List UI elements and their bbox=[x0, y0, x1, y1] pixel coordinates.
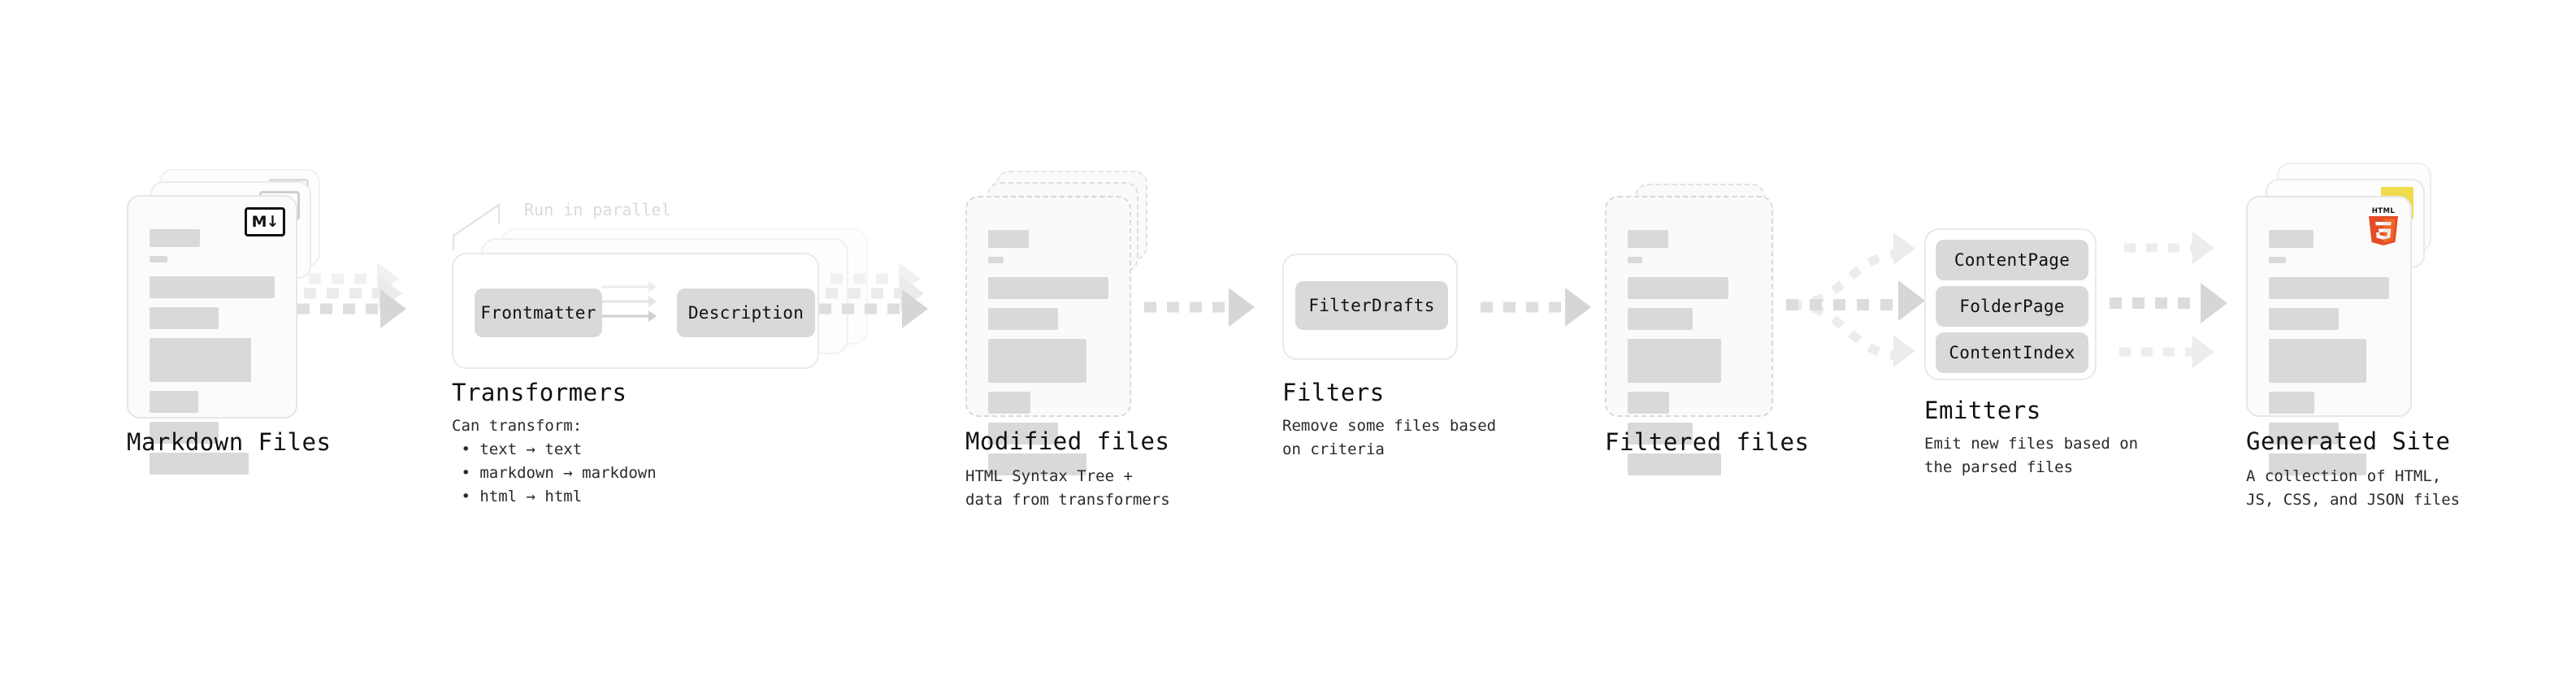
markdown-files-title: Markdown Files bbox=[127, 428, 332, 456]
skeleton-line bbox=[988, 423, 1058, 445]
modified-card bbox=[965, 196, 1131, 475]
run-in-parallel-label: Run in parallel bbox=[524, 200, 671, 219]
modified-skeleton bbox=[988, 230, 1108, 484]
arrow-shaft-ghost bbox=[304, 288, 385, 299]
arrow-shaft-ghost bbox=[2119, 347, 2199, 357]
filtered-card bbox=[1605, 196, 1773, 475]
inner-arrow-head bbox=[648, 310, 657, 322]
skeleton-line bbox=[2269, 339, 2366, 383]
skeleton-line bbox=[1628, 453, 1721, 475]
svg-text:HTML: HTML bbox=[2372, 207, 2396, 215]
filtered-files-title: Filtered files bbox=[1605, 428, 1810, 456]
skeleton-line bbox=[988, 230, 1030, 248]
arrow-shaft bbox=[1481, 301, 1572, 313]
skeleton-line bbox=[1628, 308, 1693, 330]
transformer-chip-description[interactable]: Description bbox=[677, 288, 815, 337]
modified-files-subtitle: HTML Syntax Tree + data from transformer… bbox=[965, 467, 1170, 509]
generated-site-subtitle: A collection of HTML, JS, CSS, and JSON … bbox=[2246, 467, 2461, 509]
skeleton-line bbox=[1628, 277, 1728, 299]
arrow-shaft bbox=[2110, 297, 2207, 309]
skeleton-line bbox=[1628, 257, 1643, 263]
skeleton-line bbox=[2269, 308, 2339, 330]
inner-arrow-head-ghost bbox=[648, 281, 657, 293]
inner-arrow-shaft-ghost bbox=[601, 285, 653, 288]
filters-subtitle: Remove some files based on criteria bbox=[1282, 417, 1497, 458]
arrow-shaft-ghost bbox=[2124, 243, 2199, 253]
markdown-skeleton bbox=[150, 229, 275, 484]
fanout-curves bbox=[1786, 249, 1908, 361]
arrow-head-ghost bbox=[1893, 232, 1915, 265]
generated-site-title: Generated Site bbox=[2246, 427, 2451, 455]
transformers-title: Transformers bbox=[452, 379, 627, 406]
inner-arrow-head-ghost bbox=[648, 296, 657, 307]
skeleton-line bbox=[2269, 392, 2315, 414]
emitters-group: ContentPage FolderPage ContentIndex bbox=[1924, 228, 2097, 380]
arrow-shaft-ghost bbox=[826, 288, 907, 299]
filtered-skeleton bbox=[1628, 230, 1750, 484]
skeleton-line bbox=[2269, 277, 2389, 299]
emitter-chip-contentpage[interactable]: ContentPage bbox=[1936, 240, 2088, 280]
skeleton-line bbox=[2269, 423, 2339, 445]
skeleton-line bbox=[150, 338, 251, 382]
skeleton-line bbox=[150, 276, 275, 298]
transformers-group: Frontmatter Description bbox=[452, 253, 819, 369]
skeleton-line bbox=[988, 339, 1087, 383]
arrow-head-ghost bbox=[2192, 336, 2214, 368]
arrow-head bbox=[1229, 288, 1255, 327]
arrow-shaft bbox=[1144, 301, 1235, 313]
modified-files-title: Modified files bbox=[965, 427, 1170, 455]
arrow-head bbox=[1565, 288, 1591, 327]
skeleton-line bbox=[150, 229, 200, 247]
emitter-chip-folderpage[interactable]: FolderPage bbox=[1936, 286, 2088, 327]
skeleton-line bbox=[1628, 339, 1721, 383]
skeleton-line bbox=[988, 308, 1058, 330]
arrow-head bbox=[1898, 280, 1925, 321]
skeleton-line bbox=[1628, 230, 1668, 248]
transformers-subtitle: Can transform: • text → text • markdown … bbox=[452, 417, 657, 505]
arrow-head bbox=[2201, 283, 2227, 323]
arrow-shaft bbox=[819, 303, 909, 314]
arrow-shaft-ghost bbox=[309, 273, 384, 284]
connector-filters-to-filtered bbox=[1481, 288, 1619, 327]
emitters-subtitle: Emit new files based on the parsed files bbox=[1924, 435, 2139, 476]
transformer-chip-frontmatter[interactable]: Frontmatter bbox=[475, 288, 602, 337]
skeleton-line bbox=[1628, 392, 1670, 414]
arrow-shaft bbox=[297, 303, 387, 314]
skeleton-line bbox=[150, 391, 199, 413]
skeleton-line bbox=[988, 392, 1030, 414]
skeleton-line bbox=[150, 256, 167, 262]
emitters-title: Emitters bbox=[1924, 397, 2041, 424]
skeleton-line bbox=[988, 453, 1087, 475]
arrow-head-ghost bbox=[1893, 335, 1915, 367]
skeleton-line bbox=[988, 257, 1004, 263]
arrow-head-ghost bbox=[2192, 232, 2214, 264]
run-in-parallel-leader bbox=[452, 202, 501, 250]
connector-modified-to-filters bbox=[1144, 288, 1282, 327]
inner-arrow-shaft bbox=[601, 314, 653, 318]
skeleton-line bbox=[2269, 230, 2314, 248]
skeleton-line bbox=[2269, 257, 2286, 263]
skeleton-line bbox=[2269, 453, 2366, 475]
emitter-chip-contentindex[interactable]: ContentIndex bbox=[1936, 332, 2088, 373]
markdown-icon: M↓ bbox=[245, 207, 285, 236]
inner-arrow-shaft-ghost bbox=[601, 300, 653, 303]
html5-icon: HTML bbox=[2369, 207, 2398, 245]
filters-group: FilterDrafts bbox=[1282, 254, 1458, 360]
markdown-card: M↓ bbox=[127, 195, 297, 475]
skeleton-line bbox=[150, 453, 249, 475]
filter-chip-filterdrafts[interactable]: FilterDrafts bbox=[1295, 281, 1448, 330]
arrow-shaft-ghost bbox=[830, 273, 905, 284]
arrow-head bbox=[902, 289, 928, 328]
arrow-head bbox=[380, 289, 406, 328]
skeleton-line bbox=[150, 307, 219, 329]
skeleton-line bbox=[1628, 423, 1693, 445]
site-card: HTML bbox=[2246, 196, 2412, 475]
skeleton-line bbox=[988, 277, 1108, 299]
filters-title: Filters bbox=[1282, 379, 1385, 406]
site-skeleton bbox=[2269, 230, 2389, 484]
skeleton-line bbox=[150, 422, 219, 444]
